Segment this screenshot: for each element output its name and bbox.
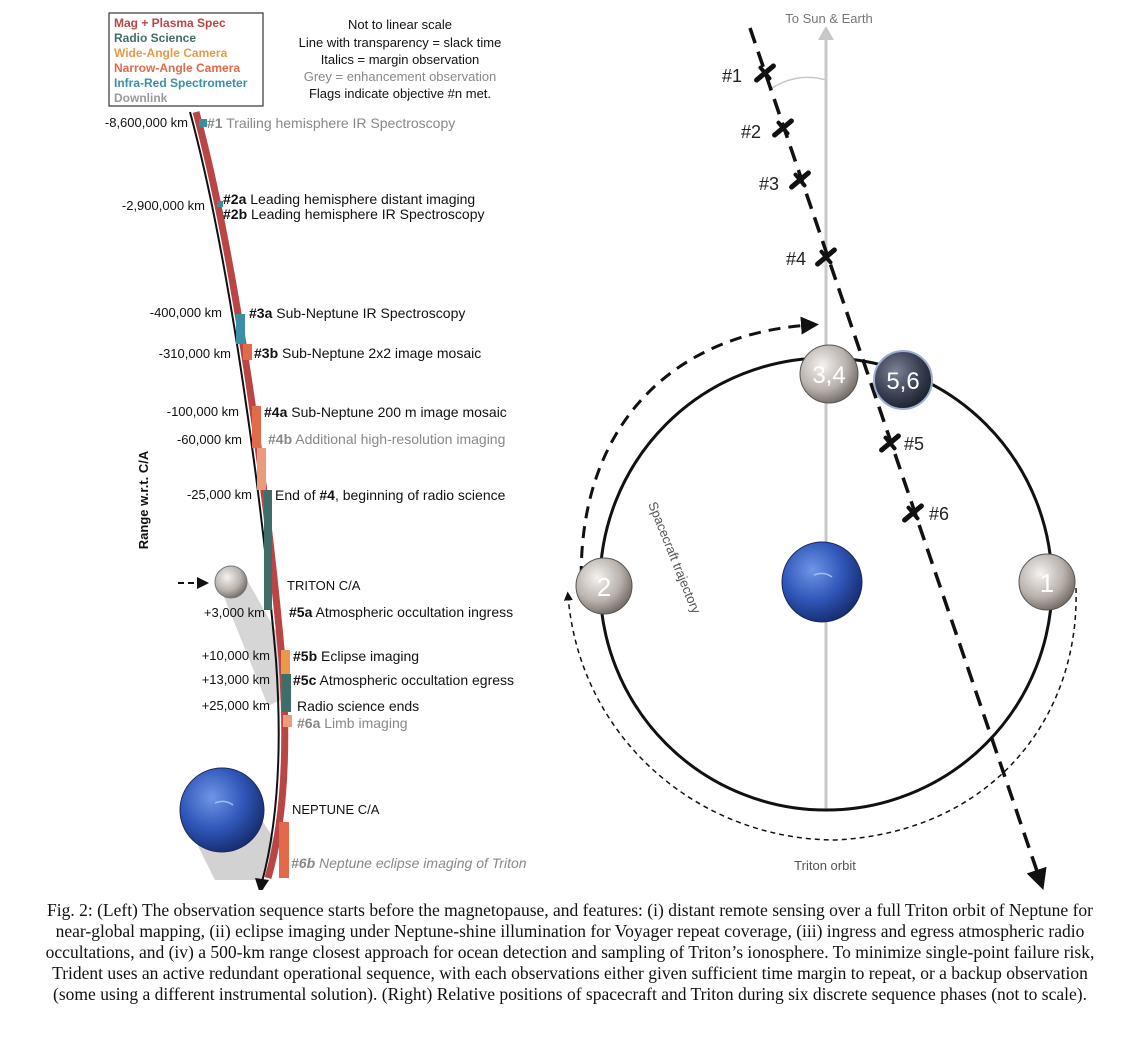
range-label: -2,900,000 km [122, 198, 205, 213]
spacecraft-label: #5 [904, 434, 924, 454]
event-label: #3b Sub-Neptune 2x2 image mosaic [254, 345, 481, 361]
legend-item: Infra-Red Spectrometer [114, 76, 248, 90]
timeline-arrow [255, 878, 269, 890]
triton-position-label: 2 [597, 572, 611, 602]
range-labels: -8,600,000 km -2,900,000 km -400,000 km … [105, 115, 270, 713]
mag-plasma-band [192, 111, 289, 879]
range-label: -310,000 km [159, 346, 231, 361]
spacecraft-icon [815, 247, 837, 267]
spacecraft-label: #4 [786, 249, 806, 269]
triton-position-label: 3,4 [812, 362, 845, 389]
event-label: TRITON C/A [287, 578, 361, 593]
event-label: #5b Eclipse imaging [293, 648, 419, 664]
range-label: +13,000 km [202, 672, 270, 687]
spacecraft-markers [754, 63, 924, 523]
event-label: #4a Sub-Neptune 200 m image mosaic [264, 404, 507, 420]
event-label: #6a Limb imaging [297, 715, 408, 731]
spacecraft-label: #2 [741, 122, 761, 142]
figure-caption: Fig. 2: (Left) The observation sequence … [45, 900, 1095, 1004]
triton-position [873, 350, 933, 410]
trajectory-label: Spacecraft trajectory [645, 500, 704, 617]
neptune-spot [813, 572, 833, 578]
wac-segment [281, 650, 290, 674]
triton-position-label: 1 [1040, 568, 1054, 598]
event-label: #3a Sub-Neptune IR Spectroscopy [249, 305, 465, 321]
nac-segment [243, 344, 252, 360]
spacecraft-icon [754, 63, 776, 83]
spacecraft-label: #3 [759, 174, 779, 194]
event-label: #1 Trailing hemisphere IR Spectroscopy [207, 115, 455, 131]
range-label: +3,000 km [204, 605, 265, 620]
event-labels: #1 Trailing hemisphere IR Spectroscopy #… [207, 115, 527, 871]
range-label: +25,000 km [202, 698, 270, 713]
triton-position [1018, 553, 1076, 611]
orbit-direction-arc [563, 587, 1077, 841]
orbit-label: Triton orbit [794, 858, 856, 873]
neptune-icon [179, 767, 265, 853]
radio-segment [282, 674, 291, 712]
triton-positions: 3,4 5,6 2 1 [575, 344, 1076, 615]
event-label: #2b Leading hemisphere IR Spectroscopy [223, 206, 484, 222]
wac-segment [217, 201, 223, 207]
sun-axis-arrow [818, 26, 834, 40]
legend-box [108, 12, 264, 107]
note-line: Italics = margin observation [321, 52, 480, 67]
range-label: -60,000 km [177, 432, 242, 447]
trajectory-arc [579, 316, 819, 599]
event-label: #6b Neptune eclipse imaging of Triton [291, 855, 527, 871]
spacecraft-icon [902, 503, 924, 523]
event-label: #2a Leading hemisphere distant imaging [223, 191, 475, 207]
range-label: -8,600,000 km [105, 115, 188, 130]
nac-segment [257, 448, 266, 490]
triton-position [575, 557, 633, 615]
mission-diagram: Mag + Plasma Spec Radio Science Wide-Ang… [105, 11, 1077, 890]
range-label: -25,000 km [187, 487, 252, 502]
event-label: Radio science ends [297, 698, 419, 714]
note-line: Flags indicate objective #n met. [309, 86, 491, 101]
nac-segment [279, 822, 289, 878]
spacecraft-icon [789, 170, 811, 190]
legend-item: Downlink [114, 91, 168, 105]
legend-item: Radio Science [114, 31, 196, 45]
event-label: #4b Additional high-resolution imaging [268, 431, 505, 447]
notes: Not to linear scale Line with transparen… [299, 17, 502, 101]
triton-icon [214, 565, 248, 599]
range-label: -100,000 km [167, 404, 239, 419]
range-label: -400,000 km [150, 305, 222, 320]
neptune-body [781, 541, 863, 623]
spacecraft-label: #6 [929, 504, 949, 524]
ir-segment [199, 119, 207, 127]
spacecraft-trajectory [748, 27, 1047, 890]
angle-arc [771, 76, 827, 89]
range-label: +10,000 km [202, 648, 270, 663]
legend-item: Wide-Angle Camera [114, 46, 228, 60]
spacecraft-labels: #1 #2 #3 #4 #5 #6 [722, 66, 949, 524]
radio-segment [264, 490, 272, 610]
event-label: NEPTUNE C/A [292, 802, 380, 817]
triton-shadow [222, 578, 281, 706]
spacecraft-icon [879, 433, 901, 453]
legend-item: Narrow-Angle Camera [114, 61, 240, 75]
sun-label: To Sun & Earth [785, 11, 872, 26]
note-line: Not to linear scale [348, 17, 452, 32]
triton-position [799, 344, 859, 404]
triton-position-label: 5,6 [886, 368, 919, 395]
legend: Mag + Plasma Spec Radio Science Wide-Ang… [114, 16, 248, 105]
legend-item: Mag + Plasma Spec [114, 16, 226, 30]
note-line: Line with transparency = slack time [299, 35, 502, 50]
ir-segment [236, 314, 245, 344]
event-label: #5c Atmospheric occultation egress [293, 672, 514, 688]
spacecraft-label: #1 [722, 66, 742, 86]
event-label: #5a Atmospheric occultation ingress [289, 604, 513, 620]
event-label: End of #4, beginning of radio science [275, 487, 506, 503]
instrument-segments [199, 119, 292, 878]
neptune-spot [214, 800, 234, 806]
nac-segment [252, 406, 261, 448]
axis-label: Range w.r.t. C/A [136, 450, 151, 549]
spacecraft-icon [772, 118, 794, 138]
note-line: Grey = enhancement observation [304, 69, 497, 84]
nac-segment [283, 715, 292, 727]
